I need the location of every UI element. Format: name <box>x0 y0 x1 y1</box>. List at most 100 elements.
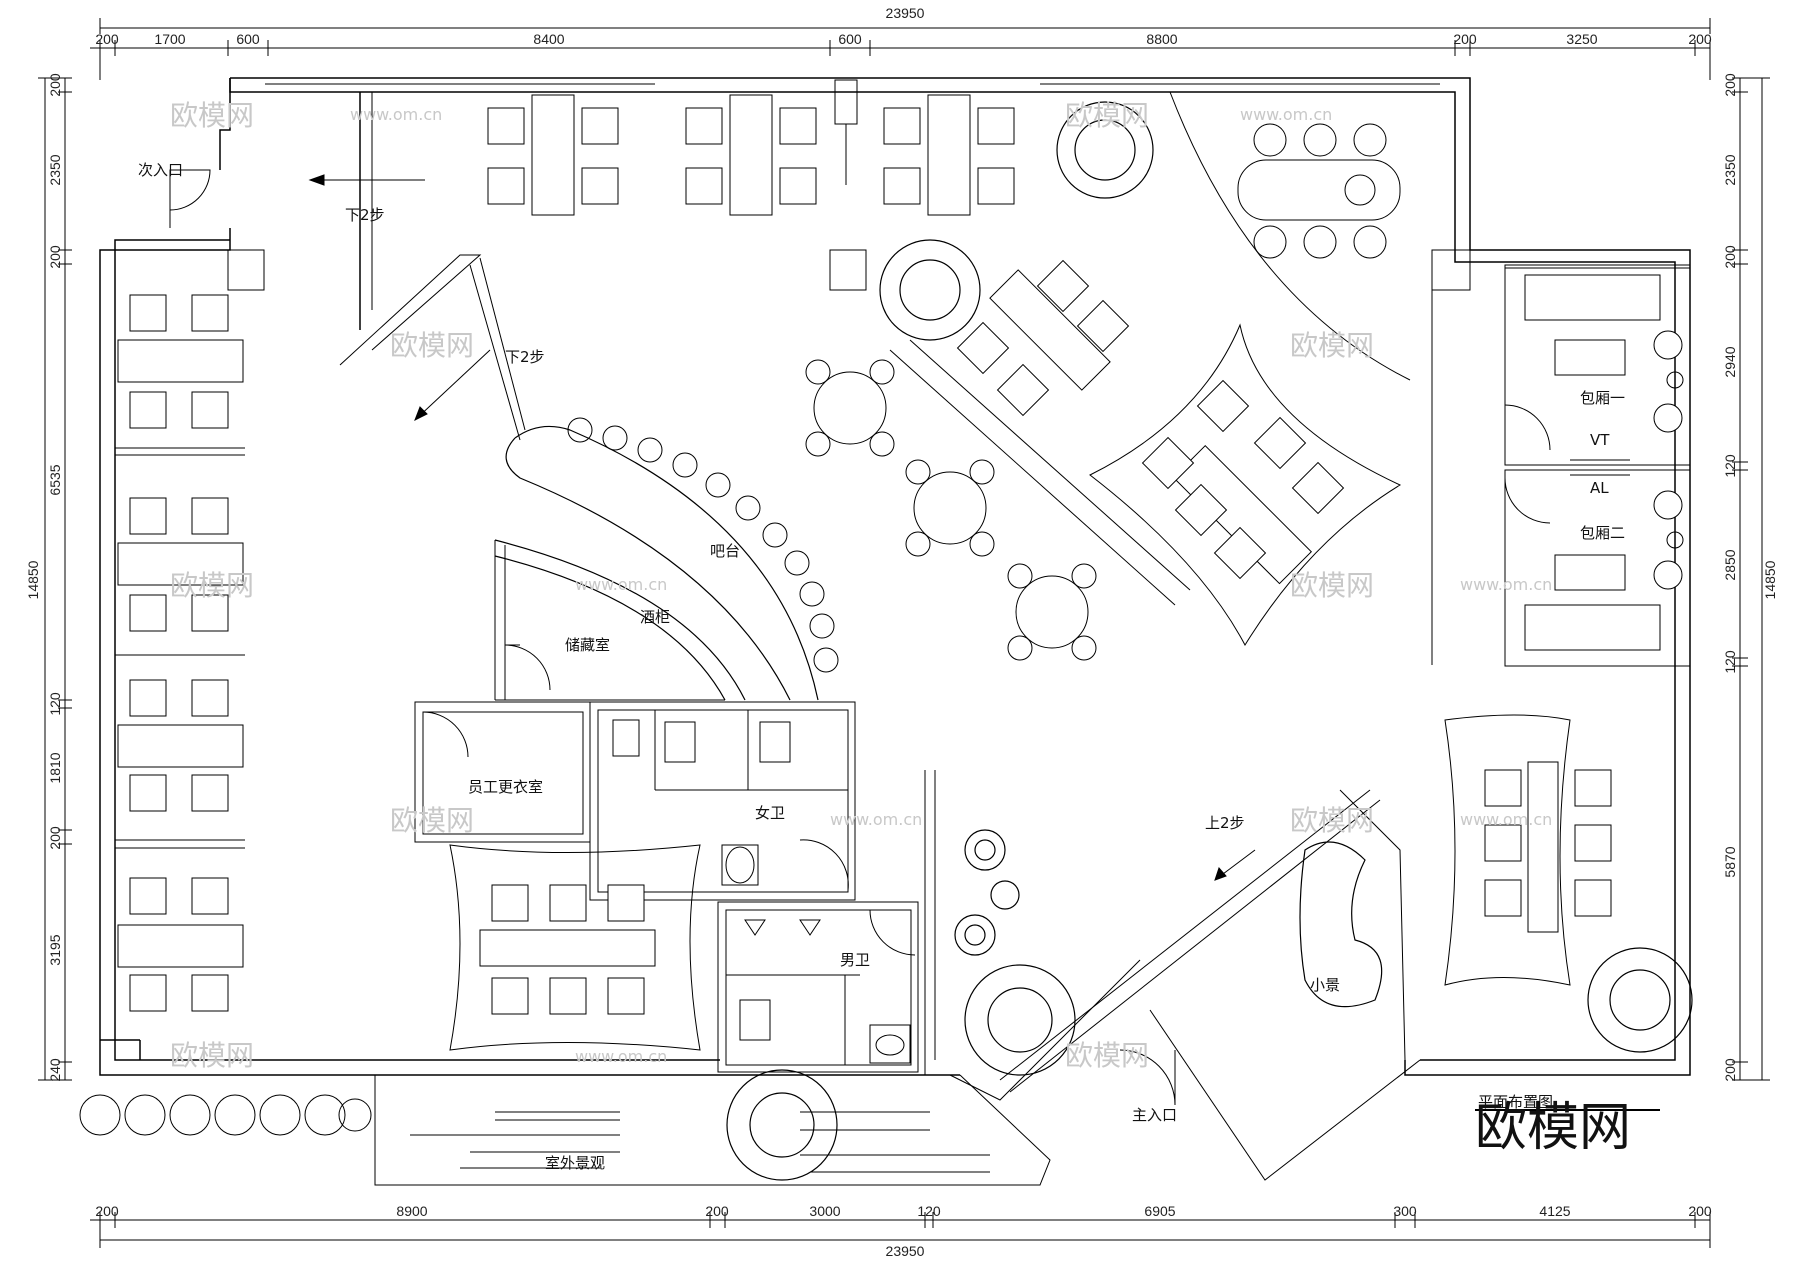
brand-logo-watermark: 欧模网 <box>1475 1098 1631 1158</box>
svg-text:www.om.cn: www.om.cn <box>350 105 442 124</box>
label-private-room-2: 包厢二 <box>1580 524 1625 542</box>
label-bar: 吧台 <box>710 542 740 560</box>
svg-text:2940: 2940 <box>1722 346 1738 377</box>
svg-text:8400: 8400 <box>533 31 564 47</box>
top-window-band <box>265 79 1440 185</box>
svg-text:3000: 3000 <box>809 1203 840 1219</box>
svg-text:欧模网: 欧模网 <box>1290 569 1374 602</box>
svg-text:200: 200 <box>1722 245 1738 269</box>
label-womens-wc: 女卫 <box>755 804 785 822</box>
svg-text:欧模网: 欧模网 <box>1290 804 1374 837</box>
label-wine-cabinet: 酒柜 <box>640 608 670 626</box>
bar-counter <box>494 425 819 701</box>
svg-text:2350: 2350 <box>1722 154 1738 185</box>
dining-tables <box>117 94 1559 968</box>
svg-text:欧模网: 欧模网 <box>1065 1039 1149 1072</box>
svg-text:欧模网: 欧模网 <box>1065 99 1149 132</box>
svg-text:8900: 8900 <box>396 1203 427 1219</box>
svg-text:2850: 2850 <box>1722 549 1738 580</box>
label-landscape: 小景 <box>1310 976 1340 994</box>
tent-canopies <box>449 323 1571 1051</box>
svg-text:200: 200 <box>1688 31 1712 47</box>
label-private-room-1: 包厢一 <box>1580 389 1625 407</box>
svg-text:8800: 8800 <box>1146 31 1177 47</box>
svg-text:欧模网: 欧模网 <box>390 329 474 362</box>
svg-text:120: 120 <box>47 692 63 716</box>
label-storage: 储藏室 <box>565 636 610 654</box>
svg-text:www.om.cn: www.om.cn <box>575 1047 667 1066</box>
svg-text:200: 200 <box>95 31 119 47</box>
svg-text:200: 200 <box>47 826 63 850</box>
bar-stools <box>567 417 839 673</box>
svg-text:欧模网: 欧模网 <box>390 804 474 837</box>
svg-text:23950: 23950 <box>886 5 925 21</box>
label-down-2-steps: 下2步 <box>345 206 385 224</box>
svg-text:1700: 1700 <box>154 31 185 47</box>
plan-title: 平面布置图 <box>1478 1093 1553 1111</box>
label-staff-locker: 员工更衣室 <box>468 778 543 796</box>
svg-text:欧模网: 欧模网 <box>170 569 254 602</box>
svg-text:2350: 2350 <box>47 154 63 185</box>
svg-text:www.om.cn: www.om.cn <box>1240 105 1332 124</box>
svg-text:3250: 3250 <box>1566 31 1597 47</box>
dimension-text-bottom: 200 8900 200 3000 120 6905 300 4125 200 … <box>95 1203 1712 1259</box>
hedge-bushes <box>79 1094 372 1136</box>
dotted-divider <box>889 339 1191 606</box>
svg-text:3195: 3195 <box>47 934 63 965</box>
label-mens-wc: 男卫 <box>840 951 870 969</box>
svg-text:www.om.cn: www.om.cn <box>1460 810 1552 829</box>
svg-text:欧模网: 欧模网 <box>1290 329 1374 362</box>
svg-text:www.om.cn: www.om.cn <box>1460 575 1552 594</box>
dimension-lines-top <box>90 18 1711 80</box>
structural-columns <box>227 249 1471 291</box>
svg-text:14850: 14850 <box>1762 560 1778 599</box>
svg-text:欧模网: 欧模网 <box>170 99 254 132</box>
svg-text:www.om.cn: www.om.cn <box>830 810 922 829</box>
curved-partition <box>1169 91 1411 381</box>
svg-text:300: 300 <box>1393 1203 1417 1219</box>
svg-text:23950: 23950 <box>886 1243 925 1259</box>
svg-text:6535: 6535 <box>47 464 63 495</box>
watermarks: 欧模网 欧模网 欧模网 欧模网 欧模网 欧模网 欧模网 欧模网 欧模网 欧模网 … <box>170 99 1552 1072</box>
dimension-text-left: 14850 200 2350 200 6535 120 1810 200 319… <box>25 73 63 1082</box>
svg-text:200: 200 <box>47 245 63 269</box>
dimension-lines-bottom <box>90 1212 1711 1248</box>
booth-column-left <box>115 447 245 849</box>
svg-text:200: 200 <box>1722 73 1738 97</box>
svg-text:200: 200 <box>47 73 63 97</box>
dimension-text-right: 14850 200 2350 200 2940 120 2850 120 587… <box>1722 73 1778 1082</box>
svg-text:200: 200 <box>1688 1203 1712 1219</box>
plants <box>726 101 1693 1181</box>
svg-text:4125: 4125 <box>1539 1203 1570 1219</box>
svg-text:1810: 1810 <box>47 752 63 783</box>
svg-text:200: 200 <box>705 1203 729 1219</box>
svg-text:14850: 14850 <box>25 560 41 599</box>
dimension-lines-left <box>38 77 72 1081</box>
label-up-2-steps: 上2步 <box>1205 814 1245 832</box>
landscape-zone-walls <box>924 770 1421 1181</box>
label-secondary-entrance: 次入口 <box>138 161 183 179</box>
dimension-lines-right <box>1732 77 1770 1081</box>
mens-restroom <box>717 901 919 1073</box>
svg-text:www.om.cn: www.om.cn <box>575 575 667 594</box>
step-arrows <box>308 174 1256 881</box>
svg-text:200: 200 <box>1453 31 1477 47</box>
label-outdoor-landscape: 室外景观 <box>545 1154 605 1172</box>
svg-text:120: 120 <box>1722 650 1738 674</box>
svg-text:600: 600 <box>838 31 862 47</box>
storage-room <box>494 540 725 701</box>
secondary-entrance-door <box>169 169 211 228</box>
label-down-2-steps: 下2步 <box>505 348 545 366</box>
svg-text:欧模网: 欧模网 <box>170 1039 254 1072</box>
room-labels: 次入口 下2步 下2步 吧台 酒柜 储藏室 员工更衣室 女卫 男卫 包厢一 包厢… <box>138 161 1625 1172</box>
chairs <box>129 107 1683 1015</box>
outdoor-landscape-strip <box>374 1074 1051 1186</box>
label-up-mark: VT <box>1590 431 1610 449</box>
svg-text:120: 120 <box>917 1203 941 1219</box>
svg-text:200: 200 <box>1722 1058 1738 1082</box>
svg-text:5870: 5870 <box>1722 846 1738 877</box>
svg-text:240: 240 <box>47 1058 63 1082</box>
womens-restroom <box>589 701 856 901</box>
exterior-walls <box>99 77 1691 1076</box>
